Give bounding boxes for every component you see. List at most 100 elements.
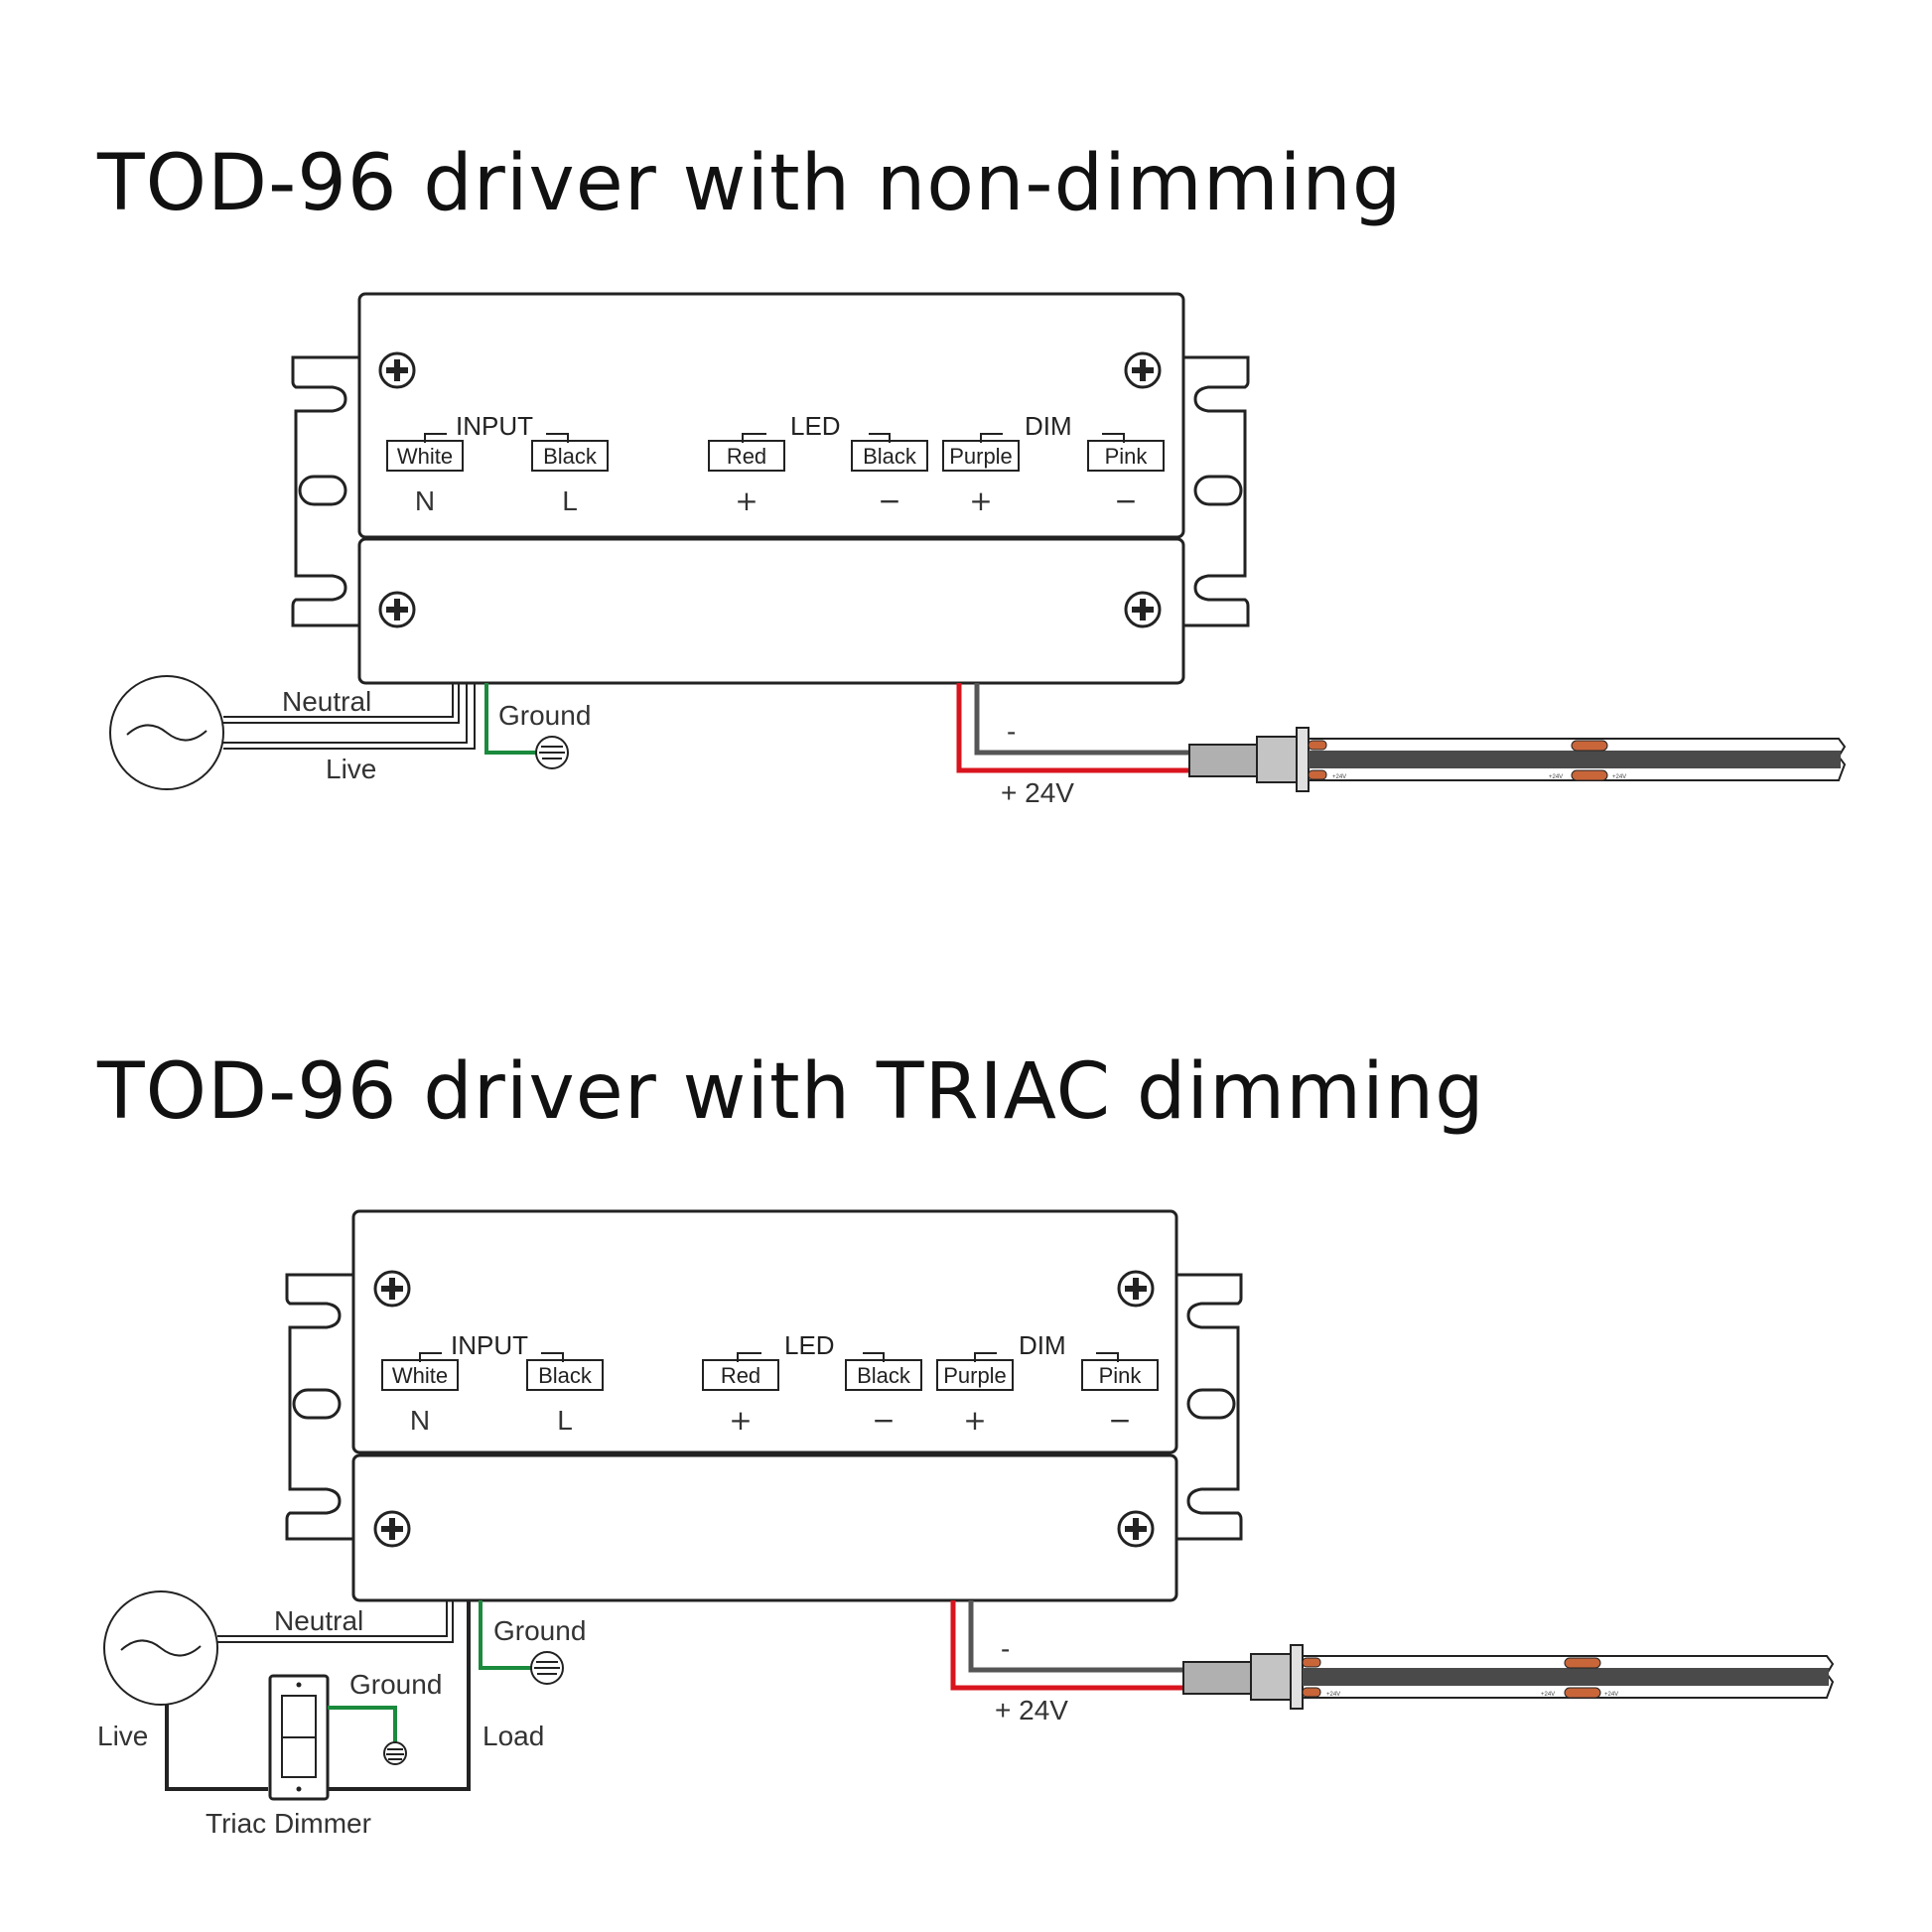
svg-text:+: +	[969, 484, 992, 517]
led-group-label: LED	[784, 1330, 835, 1360]
terminal-black-l: Black L	[526, 1359, 604, 1436]
strip-connector	[1182, 1644, 1304, 1710]
svg-text:White: White	[397, 444, 453, 469]
live-wire	[223, 683, 476, 750]
dim-group-label: DIM	[1025, 411, 1072, 441]
svg-text:Black: Black	[857, 1363, 911, 1388]
svg-text:Red: Red	[721, 1363, 760, 1388]
svg-text:L: L	[562, 485, 578, 516]
load-label: Load	[483, 1721, 544, 1751]
ground-icon	[530, 1651, 564, 1685]
svg-text:Purple: Purple	[943, 1363, 1007, 1388]
screw-icon	[373, 1270, 411, 1308]
terminal-black-minus: Black −	[851, 440, 928, 517]
screw-icon	[1124, 351, 1162, 389]
screw-icon	[1124, 591, 1162, 628]
ac-source-icon	[109, 675, 224, 790]
led-group-label: LED	[790, 411, 841, 441]
svg-text:−: −	[1108, 1404, 1131, 1437]
strip-connector	[1188, 727, 1310, 792]
svg-text:Red: Red	[727, 444, 766, 469]
negative-label: -	[1007, 716, 1016, 747]
mounting-bracket-right	[1181, 355, 1250, 627]
svg-text:−: −	[1114, 484, 1137, 517]
terminal-red-plus: Red +	[708, 440, 785, 517]
negative-wire	[974, 683, 1191, 756]
positive-wire	[950, 1600, 1185, 1691]
svg-text:Black: Black	[863, 444, 917, 469]
led-strip: +24V +24V +24V	[1302, 1655, 1835, 1699]
terminal-pink-minus: Pink −	[1087, 440, 1165, 517]
svg-text:Pink: Pink	[1099, 1363, 1143, 1388]
ground-wire	[484, 683, 536, 755]
section-title-triac-dimming: TOD-96 driver with TRIAC dimming	[97, 1047, 1485, 1137]
svg-text:N: N	[410, 1405, 430, 1436]
neutral-label: Neutral	[274, 1605, 363, 1636]
screw-icon	[1117, 1270, 1155, 1308]
wiring-diagram-non-dimming: INPUT LED DIM White N Black L Red + Blac…	[109, 292, 1847, 808]
dimmer-ground-label: Ground	[349, 1669, 442, 1700]
svg-text:+24V: +24V	[1541, 1692, 1555, 1698]
screw-icon	[1117, 1510, 1155, 1548]
load-wire	[328, 1600, 471, 1791]
dimmer-ground-wire	[328, 1706, 397, 1743]
section-title-non-dimming: TOD-96 driver with non-dimming	[97, 139, 1403, 228]
terminal-red-plus: Red +	[702, 1359, 779, 1437]
mounting-bracket-right	[1174, 1273, 1243, 1541]
negative-label: -	[1001, 1633, 1010, 1664]
svg-text:N: N	[415, 485, 435, 516]
terminal-purple-plus: Purple +	[942, 440, 1020, 517]
svg-text:+24V: +24V	[1604, 1692, 1618, 1698]
neutral-wire	[217, 1600, 454, 1643]
triac-dimmer-icon	[268, 1674, 330, 1801]
svg-text:−: −	[872, 1404, 895, 1437]
neutral-wire	[223, 683, 460, 724]
screw-icon	[378, 591, 416, 628]
terminal-pink-minus: Pink −	[1081, 1359, 1159, 1437]
positive-label: + 24V	[995, 1695, 1068, 1725]
terminal-purple-plus: Purple +	[936, 1359, 1014, 1437]
ground-wire	[479, 1600, 531, 1670]
negative-wire	[968, 1600, 1185, 1673]
svg-text:Black: Black	[543, 444, 598, 469]
ground-icon	[383, 1741, 407, 1765]
driver-housing-bottom	[357, 537, 1185, 685]
svg-text:+: +	[735, 484, 758, 517]
svg-text:+24V: +24V	[1612, 774, 1626, 780]
screw-icon	[373, 1510, 411, 1548]
svg-text:Purple: Purple	[949, 444, 1013, 469]
svg-text:+24V: +24V	[1549, 774, 1563, 780]
svg-text:Black: Black	[538, 1363, 593, 1388]
svg-text:+24V: +24V	[1332, 774, 1346, 780]
positive-wire	[956, 683, 1191, 773]
svg-text:+: +	[729, 1404, 752, 1437]
triac-dimmer-label: Triac Dimmer	[206, 1808, 371, 1839]
ground-label: Ground	[498, 700, 591, 731]
terminal-white-n: White N	[381, 1359, 459, 1436]
svg-text:−: −	[878, 484, 900, 517]
driver-housing-top	[351, 1209, 1178, 1454]
positive-label: + 24V	[1001, 777, 1074, 808]
svg-text:White: White	[392, 1363, 448, 1388]
terminal-black-l: Black L	[531, 440, 609, 516]
input-group-label: INPUT	[451, 1330, 528, 1360]
svg-text:+: +	[963, 1404, 986, 1437]
input-group-label: INPUT	[456, 411, 533, 441]
mounting-bracket-left	[291, 355, 359, 627]
terminal-white-n: White N	[386, 440, 464, 516]
live-label: Live	[326, 754, 376, 784]
svg-text:+24V: +24V	[1326, 1692, 1340, 1698]
dim-group-label: DIM	[1019, 1330, 1066, 1360]
ground-label: Ground	[493, 1615, 586, 1646]
mounting-bracket-left	[285, 1273, 353, 1541]
screw-icon	[378, 351, 416, 389]
ac-source-icon	[103, 1590, 218, 1706]
driver-housing-bottom	[351, 1453, 1178, 1602]
live-wire	[165, 1704, 268, 1791]
live-label: Live	[97, 1721, 148, 1751]
driver-housing-top	[357, 292, 1185, 539]
ground-icon	[535, 736, 569, 769]
terminal-black-minus: Black −	[845, 1359, 922, 1437]
led-strip: +24V +24V +24V	[1308, 738, 1847, 781]
